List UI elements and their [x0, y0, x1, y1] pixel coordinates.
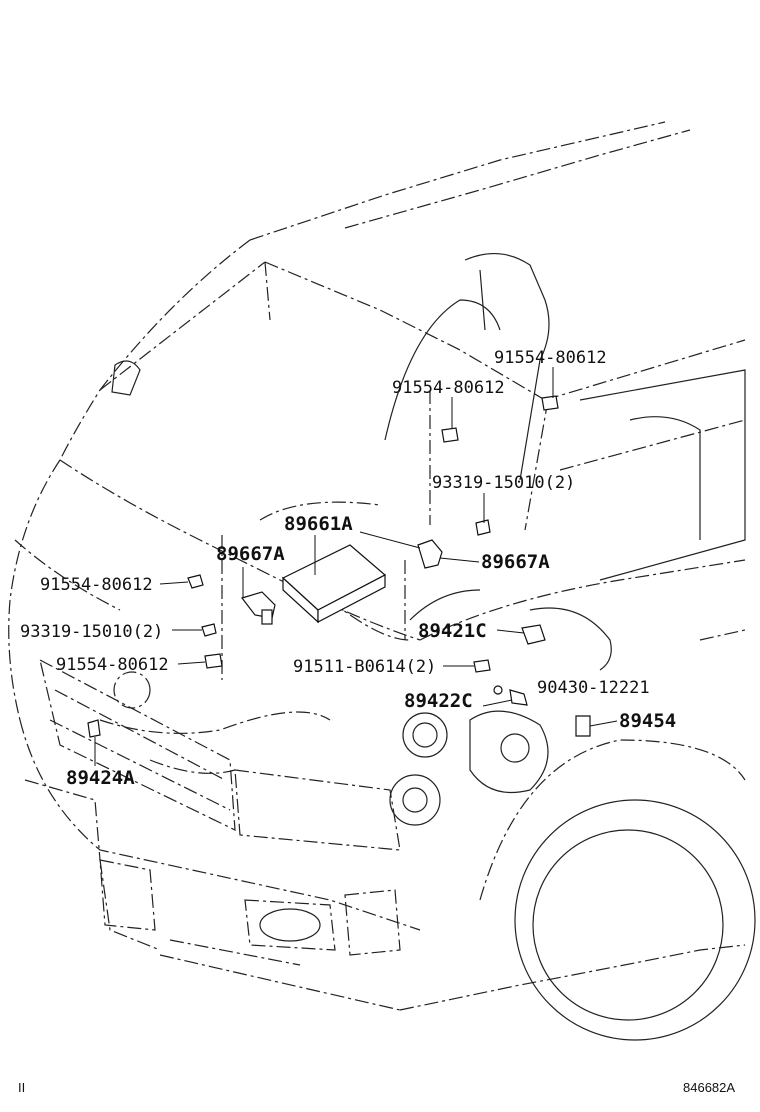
- label-89424a: 89424A: [66, 767, 135, 789]
- label-90430-12221: 90430-12221: [537, 678, 650, 698]
- diagram-code: 846682A: [683, 1080, 735, 1095]
- label-89422c: 89422C: [404, 690, 473, 712]
- label-91554-80612-lower-left: 91554-80612: [56, 655, 169, 675]
- label-93319-15010-lower: 93319-15010(2): [20, 622, 163, 642]
- label-91554-80612-top: 91554-80612: [392, 378, 505, 398]
- leader-lines: [94, 367, 618, 766]
- label-91511-b0614: 91511-B0614(2): [293, 657, 436, 677]
- label-89667a-left: 89667A: [216, 543, 285, 565]
- label-89667a-right: 89667A: [481, 551, 550, 573]
- footer-left-mark: II: [18, 1080, 25, 1095]
- vehicle-outline: [8, 121, 756, 1041]
- label-89661a: 89661A: [284, 513, 353, 535]
- bolt-parts: [87, 395, 591, 738]
- label-91554-80612-left: 91554-80612: [40, 575, 153, 595]
- ecu-89661a: [281, 544, 387, 624]
- ecu-bracket-left: [240, 591, 276, 625]
- label-89454: 89454: [619, 710, 676, 732]
- ecu-bracket-right: [417, 539, 443, 569]
- label-91554-80612-top-right: 91554-80612: [494, 348, 607, 368]
- label-93319-15010-upper: 93319-15010(2): [432, 473, 575, 493]
- part-labels: 91554-80612 91554-80612 93319-15010(2) 8…: [20, 348, 676, 789]
- label-89421c: 89421C: [418, 620, 487, 642]
